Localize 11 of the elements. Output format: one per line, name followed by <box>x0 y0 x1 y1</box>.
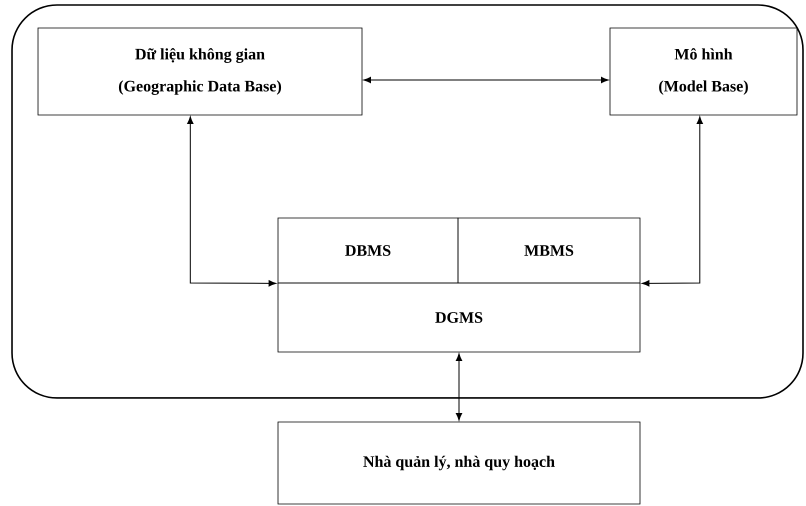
rounded-frame <box>11 4 804 399</box>
process-box: DBMS <box>278 218 458 284</box>
process-box: DGMS <box>278 282 640 352</box>
process-box: Nhà quản lý, nhà quy hoạch <box>278 422 640 504</box>
process-box: MBMS <box>458 218 640 284</box>
process-box: Dữ liệu không gian (Geographic Data Base) <box>38 28 362 116</box>
arrow <box>642 116 703 286</box>
arrow <box>456 353 462 420</box>
process-box: Mô hình (Model Base) <box>610 28 798 116</box>
arrow <box>187 116 276 286</box>
arrow <box>364 76 608 84</box>
